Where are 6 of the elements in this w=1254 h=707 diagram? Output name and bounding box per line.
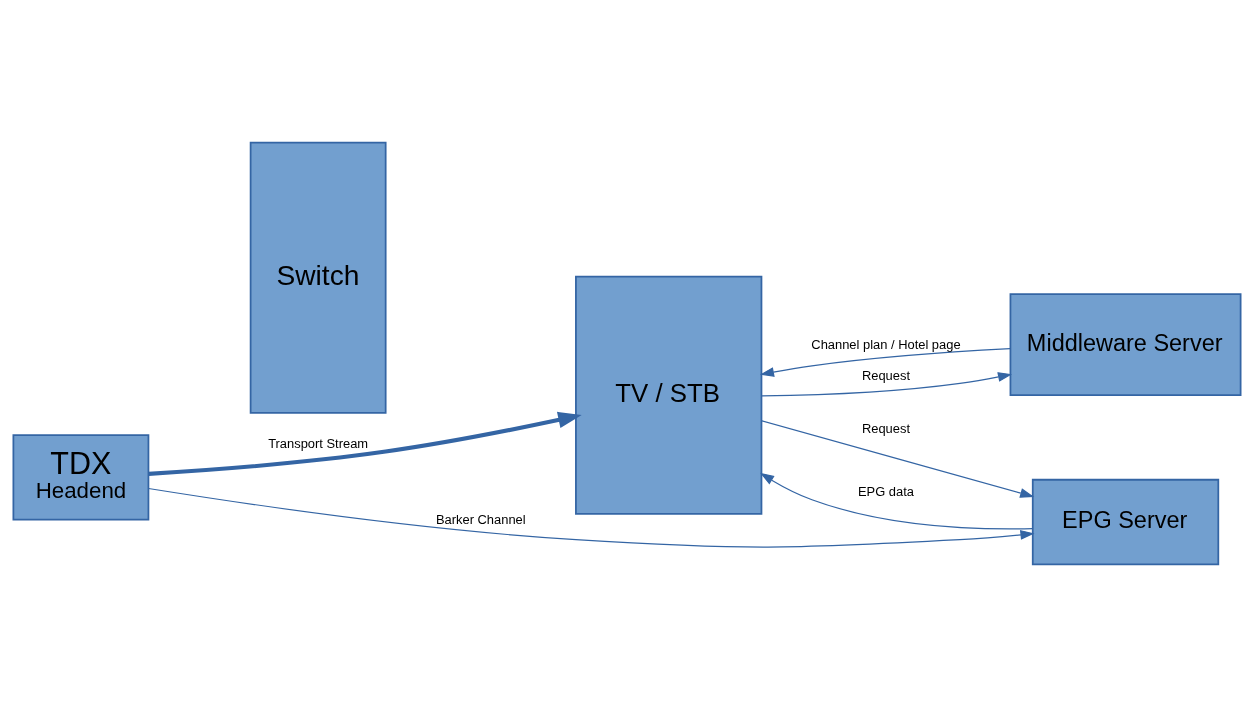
edge-label: Barker Channel — [435, 512, 526, 528]
edge-label: Request — [861, 367, 910, 383]
edge-label: Channel plan / Hotel page — [811, 337, 961, 353]
edge-label: EPG data — [857, 483, 914, 499]
edge-label: Request — [861, 420, 910, 436]
edge-label: Transport Stream — [268, 435, 369, 451]
